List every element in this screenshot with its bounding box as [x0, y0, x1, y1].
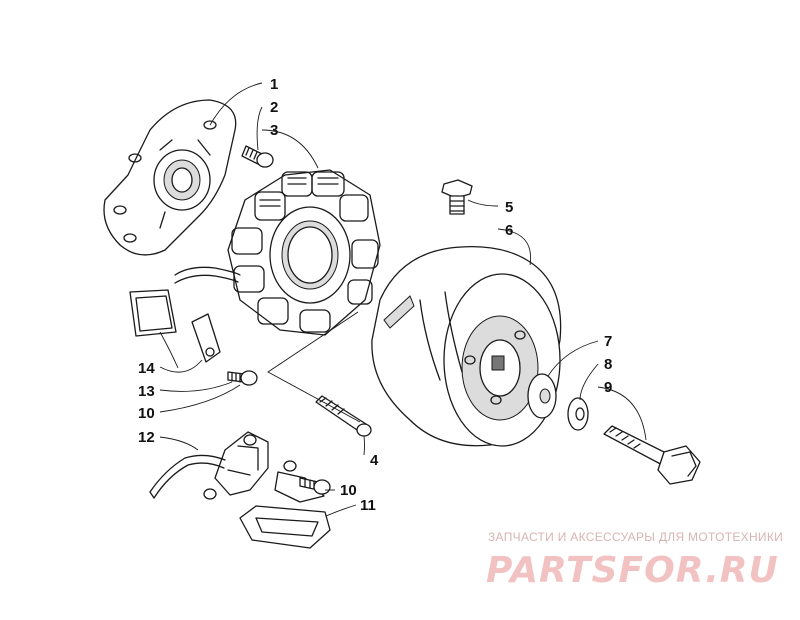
callout-10-upper: 10	[138, 405, 155, 422]
part-7-washer	[527, 373, 557, 419]
part-9-flywheel-bolt	[603, 425, 701, 485]
part-6-flywheel	[371, 245, 562, 447]
part-4-bolt	[315, 395, 372, 437]
callout-6: 6	[505, 222, 513, 239]
part-1-stator-plate	[103, 99, 237, 256]
watermark-tagline: ЗАПЧАСТИ И АКСЕССУАРЫ ДЛЯ МОТОТЕХНИКИ	[488, 530, 783, 544]
part-3-stator	[174, 169, 381, 336]
part-10-screw-lower	[299, 477, 331, 495]
watermark: ЗАПЧАСТИ И АКСЕССУАРЫ ДЛЯ МОТОТЕХНИКИ PA…	[486, 530, 783, 591]
part-12-pickup-coil	[149, 431, 269, 500]
callout-13: 13	[138, 383, 155, 400]
callout-12: 12	[138, 429, 155, 446]
part-8-lock-washer	[567, 397, 589, 431]
part-13-terminal	[191, 313, 221, 363]
callout-numbers: 1 2 3 4 5 6 7 8 9 10 10 11 12 13 14	[138, 76, 612, 514]
callout-5: 5	[505, 199, 513, 216]
part-5-flange-bolt	[441, 179, 473, 215]
part-14-plate	[129, 289, 177, 337]
callout-1: 1	[270, 76, 278, 93]
callout-9: 9	[604, 379, 612, 396]
callout-14: 14	[138, 360, 155, 377]
part-2-screw	[241, 145, 274, 168]
callout-2: 2	[270, 99, 278, 116]
callout-7: 7	[604, 333, 612, 350]
part-11-bracket-upper	[274, 460, 325, 503]
callout-10-lower: 10	[340, 482, 357, 499]
callout-4: 4	[370, 452, 379, 469]
callout-11: 11	[360, 497, 376, 514]
leader-lines	[159, 82, 647, 517]
callout-3: 3	[270, 122, 278, 139]
callout-8: 8	[604, 356, 612, 373]
part-10-screw-upper	[227, 370, 258, 386]
watermark-logo: PARTSFOR.RU	[486, 550, 779, 591]
part-11-bracket-lower	[239, 505, 331, 549]
alignment-line	[267, 311, 361, 423]
